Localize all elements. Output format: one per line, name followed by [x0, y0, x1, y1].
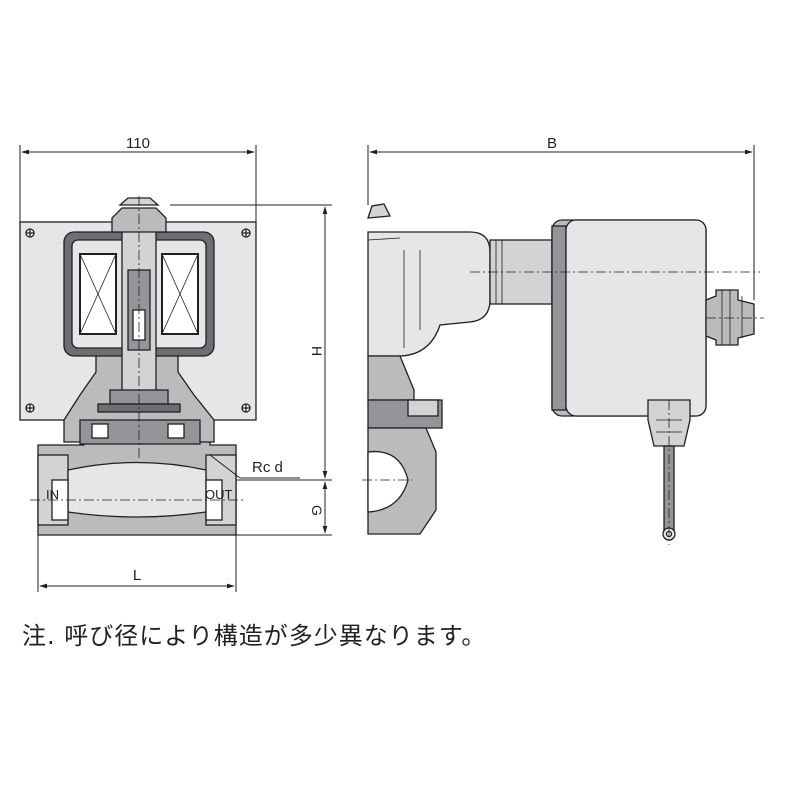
side-length-label: B	[547, 135, 557, 152]
port-height-label: G	[309, 505, 325, 516]
coil-housing-side	[367, 231, 491, 357]
inlet-label: IN	[46, 487, 59, 502]
height-dimension	[170, 204, 332, 536]
front-view	[19, 196, 257, 536]
height-label: H	[309, 346, 325, 356]
thread-label: Rc d	[252, 459, 283, 476]
side-length-dimension	[367, 145, 755, 300]
side-view	[362, 203, 764, 545]
width-label: 110	[126, 135, 150, 152]
width-dimension	[19, 145, 257, 222]
outlet-label: OUT	[205, 487, 233, 502]
length-dimension	[37, 535, 237, 592]
footnote: 注. 呼び径により構造が多少異なります。	[22, 622, 487, 650]
length-label: L	[133, 567, 141, 584]
thread-leader	[209, 454, 300, 479]
cover-screw-icons	[25, 228, 251, 413]
